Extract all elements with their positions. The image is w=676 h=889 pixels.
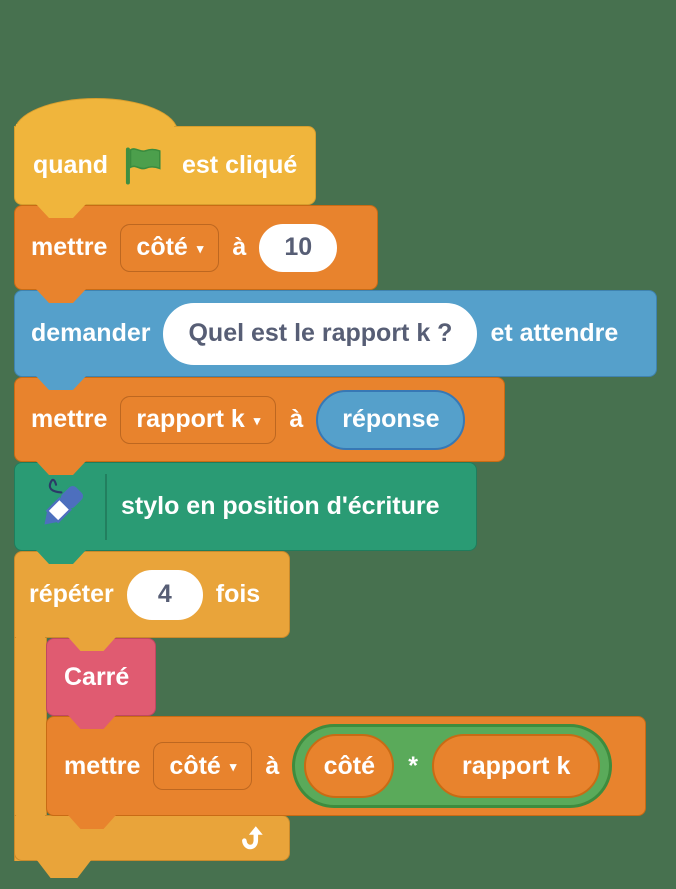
when-flag-suffix-label: est cliqué — [182, 151, 298, 179]
connector-tab — [36, 461, 86, 475]
chevron-down-icon: ▾ — [229, 759, 237, 774]
question-input[interactable]: Quel est le rapport k ? — [163, 302, 478, 365]
connector-tab — [36, 204, 86, 218]
variable-dropdown-cote[interactable]: côté ▾ — [120, 223, 220, 272]
repeat-suffix-label: fois — [215, 580, 261, 608]
connector-tab — [36, 376, 86, 390]
preposition-label: à — [289, 405, 304, 433]
set-verb-label: mettre — [31, 233, 108, 261]
hat-seam-patch — [16, 124, 174, 132]
loop-arrow-icon — [239, 822, 271, 854]
connector-tab — [36, 550, 86, 564]
when-flag-prefix-label: quand — [33, 151, 108, 179]
custom-block-label: Carré — [64, 662, 130, 691]
dropdown-value: côté — [136, 233, 188, 261]
ask-suffix-label: et attendre — [490, 319, 619, 347]
custom-block-carre[interactable]: Carré — [46, 638, 156, 716]
repeat-block-header[interactable]: répéter 4 fois — [14, 551, 290, 638]
variable-reporter-cote[interactable]: côté — [304, 734, 395, 798]
answer-reporter[interactable]: réponse — [316, 389, 466, 450]
set-variable-rapport-k-block[interactable]: mettre rapport k ▾ à réponse — [14, 377, 505, 462]
pen-down-label: stylo en position d'écriture — [121, 492, 440, 520]
ask-and-wait-block[interactable]: demander Quel est le rapport k ? et atte… — [14, 290, 657, 377]
when-flag-clicked-block[interactable]: quand est cliqué — [14, 126, 316, 205]
multiply-sign-label: * — [408, 751, 418, 780]
chevron-down-icon: ▾ — [253, 412, 261, 428]
green-flag-icon — [123, 146, 167, 186]
chevron-down-icon: ▾ — [196, 240, 204, 256]
set-variable-product-block[interactable]: mettre côté ▾ à côté * rapport k — [46, 716, 646, 816]
dropdown-value: côté — [169, 751, 221, 780]
variable-dropdown-cote[interactable]: côté ▾ — [153, 742, 253, 790]
variable-dropdown-rapport-k[interactable]: rapport k ▾ — [120, 395, 277, 444]
connector-tab — [68, 715, 116, 729]
c-seam-patch — [16, 811, 45, 820]
set-verb-label: mettre — [31, 405, 108, 433]
multiply-operator-block[interactable]: côté * rapport k — [292, 724, 613, 808]
set-variable-cote-block[interactable]: mettre côté ▾ à 10 — [14, 205, 378, 290]
value-input-10[interactable]: 10 — [259, 223, 338, 272]
pen-down-block[interactable]: stylo en position d'écriture — [14, 462, 477, 551]
set-verb-label: mettre — [64, 751, 141, 780]
preposition-label: à — [265, 751, 280, 780]
connector-tab — [68, 637, 116, 651]
block-divider — [105, 473, 107, 540]
repeat-verb-label: répéter — [29, 580, 114, 608]
variable-reporter-rapport-k[interactable]: rapport k — [432, 734, 601, 798]
repeat-bottom-tab — [36, 859, 92, 878]
pen-icon — [29, 474, 95, 540]
c-seam-patch — [16, 633, 45, 642]
connector-tab — [68, 815, 116, 829]
ask-verb-label: demander — [31, 319, 151, 347]
connector-tab — [36, 289, 86, 303]
repeat-count-input[interactable]: 4 — [126, 569, 203, 620]
repeat-block-footer[interactable] — [14, 815, 290, 861]
preposition-label: à — [232, 233, 247, 261]
dropdown-value: rapport k — [136, 405, 245, 433]
